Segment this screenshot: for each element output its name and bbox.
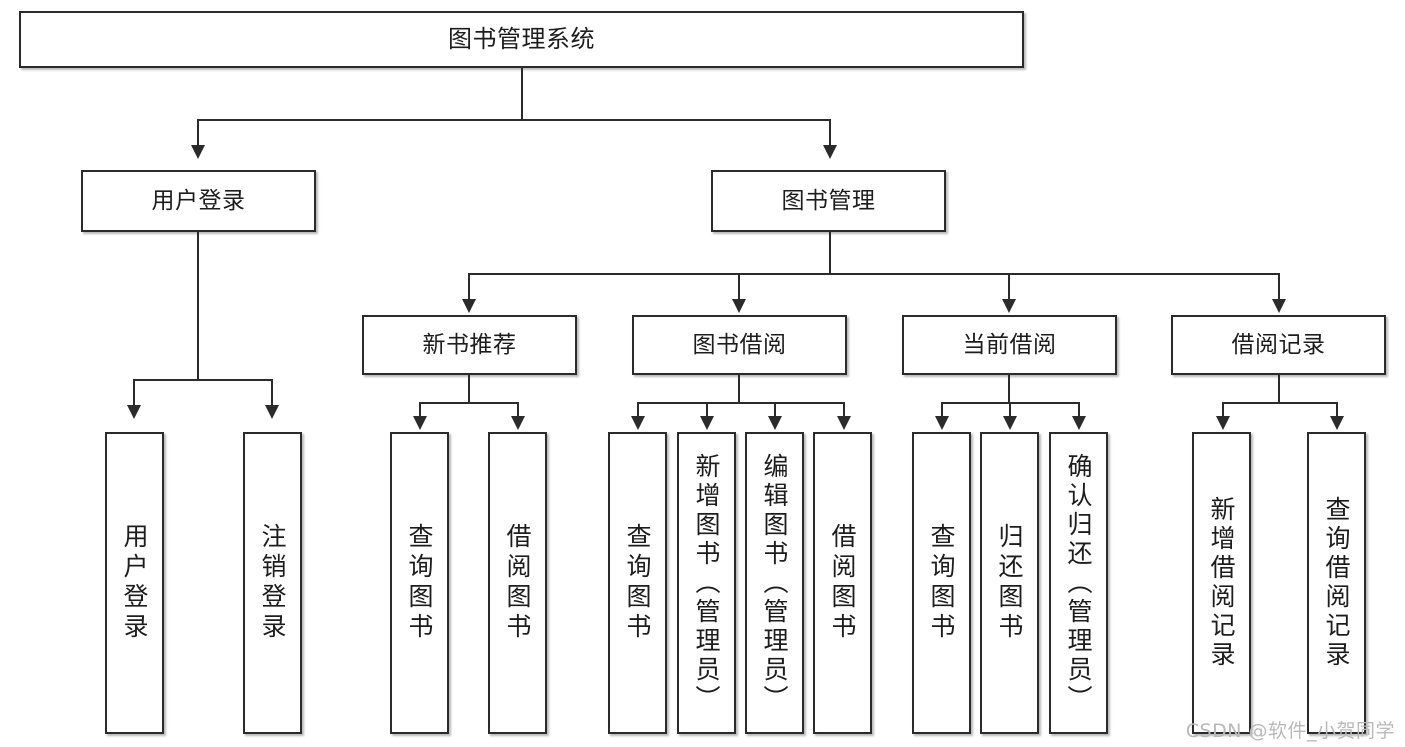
connector-book-borrow-stem [738, 375, 740, 403]
connector-bb-leaf3 [774, 402, 776, 418]
arrowhead-user-login [191, 145, 205, 159]
leaf-logout[interactable]: 注销登录 [243, 432, 302, 734]
arrowhead-br-add-record [1216, 416, 1230, 430]
node-label: 查询图书 [927, 523, 956, 643]
arrowhead-leaf-logout [265, 405, 279, 419]
arrowhead-nb-query-book [413, 416, 427, 430]
node-label: 归还图书 [995, 523, 1024, 643]
connector-current-borrow-stem [1008, 375, 1010, 403]
connector-user-login-stem [197, 232, 199, 380]
node-new-book-recommend[interactable]: 新书推荐 [362, 315, 577, 375]
connector-user-login-bus [133, 379, 271, 381]
connector-br-leaf1 [1222, 402, 1224, 418]
leaf-user-login[interactable]: 用户登录 [105, 432, 164, 734]
node-label: 借阅记录 [1231, 331, 1326, 358]
leaf-nb-query-book[interactable]: 查询图书 [390, 432, 449, 734]
leaf-br-add-record[interactable]: 新增借阅记录 [1192, 432, 1251, 734]
node-label: 新增图书（管理员） [692, 452, 721, 714]
connector-book-manage-bus [468, 273, 1280, 275]
connector-cb-leaf3 [1078, 402, 1080, 418]
arrowhead-bb-add-book [700, 416, 714, 430]
node-label: 新增借阅记录 [1207, 496, 1236, 670]
connector-user-login-leaf1 [133, 379, 135, 407]
arrowhead-cb-query-book [935, 416, 949, 430]
leaf-bb-borrow-book[interactable]: 借阅图书 [813, 432, 872, 734]
node-label: 查询图书 [623, 523, 652, 643]
node-current-borrow[interactable]: 当前借阅 [902, 315, 1117, 375]
node-label: 用户登录 [151, 187, 246, 214]
arrowhead-book-manage [823, 145, 837, 159]
connector-user-login-leaf2 [271, 379, 273, 407]
connector-bb-leaf1 [637, 402, 639, 418]
connector-root-stem [521, 68, 523, 120]
connector-to-book-borrow [738, 273, 740, 301]
connector-cb-leaf2 [1009, 402, 1011, 418]
arrowhead-new-book [462, 299, 476, 313]
arrowhead-nb-borrow-book [511, 416, 525, 430]
connector-new-book-leaf1 [419, 402, 421, 418]
connector-book-borrow-bus [637, 402, 843, 404]
connector-new-book-bus [419, 402, 517, 404]
connector-to-current-borrow [1008, 273, 1010, 301]
connector-root-to-book-manage [829, 119, 831, 147]
connector-borrow-record-stem [1278, 375, 1280, 403]
connector-to-borrow-record [1278, 273, 1280, 301]
arrowhead-br-query-record [1330, 416, 1344, 430]
node-label: 查询图书 [405, 523, 434, 643]
connector-bb-leaf4 [843, 402, 845, 418]
node-borrow-record[interactable]: 借阅记录 [1171, 315, 1386, 375]
leaf-nb-borrow-book[interactable]: 借阅图书 [488, 432, 547, 734]
leaf-bb-query-book[interactable]: 查询图书 [608, 432, 667, 734]
node-book-management[interactable]: 图书管理 [711, 170, 946, 232]
arrowhead-bb-borrow-book [837, 416, 851, 430]
arrowhead-borrow-record [1272, 299, 1286, 313]
node-label: 图书管理系统 [448, 24, 595, 53]
node-label: 借阅图书 [503, 523, 532, 643]
leaf-cb-query-book[interactable]: 查询图书 [912, 432, 971, 734]
node-label: 注销登录 [258, 523, 287, 643]
connector-br-leaf2 [1336, 402, 1338, 418]
connector-root-to-user-login [197, 119, 199, 147]
node-label: 图书管理 [781, 187, 876, 214]
connector-new-book-leaf2 [517, 402, 519, 418]
node-label: 用户登录 [120, 523, 149, 643]
arrowhead-bb-query-book [631, 416, 645, 430]
connector-new-book-stem [468, 375, 470, 403]
arrowhead-cb-return-book [1003, 416, 1017, 430]
connector-root-bus [197, 119, 831, 121]
arrowhead-current-borrow [1002, 299, 1016, 313]
arrowhead-bb-edit-book [768, 416, 782, 430]
node-label: 新书推荐 [422, 331, 517, 358]
leaf-cb-return-book[interactable]: 归还图书 [980, 432, 1039, 734]
arrowhead-cb-confirm-return [1072, 416, 1086, 430]
arrowhead-book-borrow [732, 299, 746, 313]
connector-borrow-record-bus [1222, 402, 1336, 404]
leaf-bb-add-book[interactable]: 新增图书（管理员） [677, 432, 736, 734]
connector-cb-leaf1 [941, 402, 943, 418]
node-book-borrow[interactable]: 图书借阅 [632, 315, 847, 375]
arrowhead-leaf-user-login [127, 405, 141, 419]
node-label: 图书借阅 [692, 331, 787, 358]
node-user-login[interactable]: 用户登录 [81, 170, 316, 232]
connector-book-manage-stem [829, 232, 831, 274]
connector-bb-leaf2 [706, 402, 708, 418]
node-label: 编辑图书（管理员） [760, 452, 789, 714]
leaf-br-query-record[interactable]: 查询借阅记录 [1307, 432, 1366, 734]
node-label: 借阅图书 [828, 523, 857, 643]
leaf-bb-edit-book[interactable]: 编辑图书（管理员） [745, 432, 804, 734]
node-label: 当前借阅 [962, 331, 1057, 358]
node-label: 查询借阅记录 [1322, 496, 1351, 670]
connector-to-new-book [468, 273, 470, 301]
node-root-system[interactable]: 图书管理系统 [19, 11, 1024, 68]
node-label: 确认归还（管理员） [1064, 452, 1093, 714]
leaf-cb-confirm-return[interactable]: 确认归还（管理员） [1049, 432, 1108, 734]
